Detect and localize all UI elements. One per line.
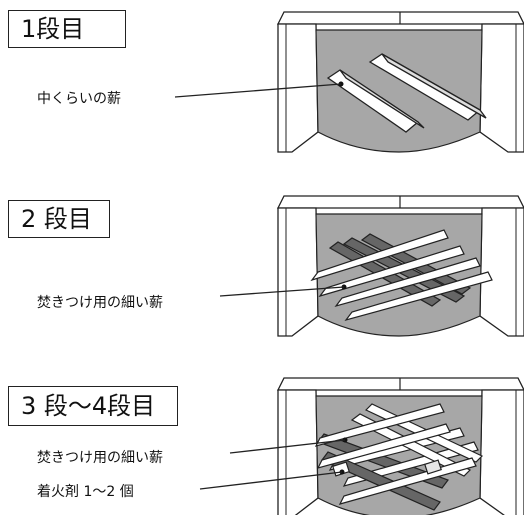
step-1-title: 1段目: [8, 10, 126, 48]
kindling-layer-3: [314, 403, 484, 511]
step-3-label-kindling: 焚きつけ用の細い薪: [37, 450, 163, 466]
kindling-layer-2: [310, 229, 493, 322]
leader-line-2: [219, 286, 345, 297]
step-2-title: 2 段目: [8, 200, 110, 238]
step-1-label-medium-logs: 中くらいの薪: [37, 91, 121, 107]
step-3-title: 3 段〜4段目: [8, 386, 178, 426]
leader-line-3: [229, 439, 346, 454]
step-2-label-kindling: 焚きつけ用の細い薪: [37, 295, 163, 311]
step-1-panel: 1段目 中くらいの薪: [0, 0, 524, 170]
step-3-label-firestarter: 着火剤 1〜2 個: [37, 484, 134, 500]
leader-line-4: [199, 471, 343, 490]
step-2-panel: 2 段目 焚きつけ用の細い薪: [8, 200, 163, 311]
firebox-step-1: [277, 11, 524, 153]
medium-logs: [326, 53, 487, 133]
leader-line-1: [174, 83, 342, 98]
